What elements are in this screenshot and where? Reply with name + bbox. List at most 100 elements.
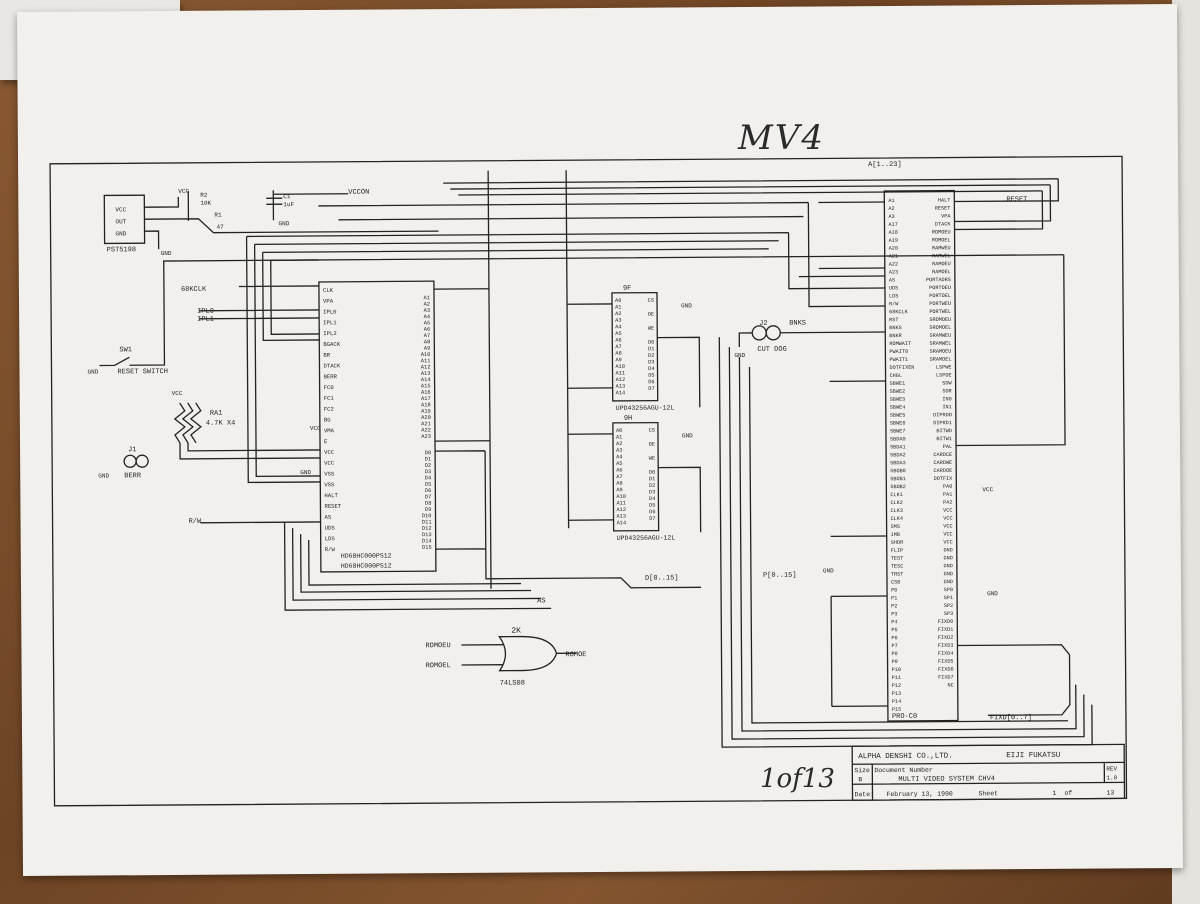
pro-c0-right-pin-label: PAL [943, 444, 952, 450]
vccon-net: VCCON [348, 189, 369, 197]
cpu-pin-label: VCC [324, 460, 335, 467]
cpu-addr-pin-label: A18 [421, 402, 431, 408]
pro-c0-left-pin-label: SBOB2 [890, 484, 906, 490]
pro-c0-left-pin-label: A2 [888, 206, 894, 212]
osc-pin-out: OUT [115, 218, 126, 225]
pro-c0-left-pin-label: SBDA0 [890, 436, 906, 442]
cpu-data-pin-label: D3 [425, 469, 432, 475]
cpu-addr-pin-label: A22 [421, 427, 431, 433]
tb-title: MULTI VIDEO SYSTEM CHV4 [898, 775, 995, 784]
r1-ref: R1 [214, 212, 222, 219]
pro-c0-box [883, 189, 959, 722]
r2-ref: R2 [200, 192, 208, 199]
cpu-pin-label: R/W [325, 546, 336, 553]
pa-wire [956, 254, 1066, 447]
cpu-data-pin-label: D0 [425, 450, 432, 456]
pro-c0-left-pin-label: ROMWAIT [889, 341, 911, 347]
pro-c0-right-pin-label: IN0 [942, 396, 951, 402]
pro-c0-left-pin-label: P6 [891, 635, 897, 641]
pro-c0-right-pin-label: BITW1 [936, 436, 952, 442]
pro-c0-right-pin-label: ROMOEU [932, 229, 951, 235]
tb-company: ALPHA DENSHI CO.,LTD. [858, 753, 953, 762]
cpu-data-pin-label: D14 [422, 538, 432, 544]
cpu-left-wires [199, 236, 321, 484]
capacitor-c1 [266, 197, 283, 205]
pro-c0-left-pin-label: SBWE4 [890, 405, 906, 411]
ram-upper-addr-pin: A4 [615, 324, 621, 330]
gate-wires [461, 644, 577, 666]
pro-c0-left-pin-label: SBOB1 [890, 476, 906, 482]
vcc-label-1: VCC [178, 188, 189, 195]
pro-c0-right-pin-label: NC [947, 682, 953, 688]
cpu-pin-label: VPA [323, 298, 334, 305]
net-bnks: BNKS [789, 320, 806, 328]
pro-c0-right-pin-label: VCC [943, 523, 952, 529]
pro-c0-right-pin-label: SP0 [944, 587, 953, 593]
pro-c0-right-pin-label: RAMWEU [932, 245, 951, 251]
pro-c0-left-pin-label: CLK2 [890, 500, 902, 506]
pro-c0-left-pin-label: SBWE7 [890, 428, 906, 434]
ram-lower-part: UPD43256AGU-12L [617, 534, 676, 541]
tb-of-label: of [1064, 790, 1072, 797]
cpu-data-pin-label: D1 [425, 456, 432, 462]
c1-ref: C1 [283, 193, 291, 200]
pro-c0-right-pin-label: FIXD6 [938, 667, 954, 673]
pro-c0-left-pin-label: CHGL [890, 373, 902, 379]
tb-sheet-label: Sheet [978, 790, 998, 797]
gnd-label-osc: GND [161, 250, 172, 257]
gnd-label-c1: GND [278, 220, 289, 227]
pro-c0-right-pin-label: PORTOEL [929, 293, 951, 299]
title-block-grid [852, 761, 1125, 801]
cpu-pin-label: UDS [325, 524, 336, 531]
pro-c0-left-pin-label: SHDR [891, 540, 903, 546]
pro-c0-left-pin-label: P13 [892, 691, 901, 697]
handwritten-top-note: MV4 [738, 118, 825, 158]
ram-lower-addr-pin: A11 [616, 500, 626, 506]
vcc-label-cpu: VCC [310, 425, 321, 432]
pro-c0-left-pin-label: FLIP [891, 548, 903, 554]
pro-c0-right-pin-label: FIXD3 [938, 643, 954, 649]
pro-c0-right-wires [954, 178, 1059, 231]
ram-lower-ctrl-pin: D7 [649, 516, 655, 522]
tb-rev-label: REV [1106, 765, 1117, 772]
cpu-addr-pin-label: A7 [424, 333, 431, 339]
pro-c0-right-pin-label: SDR [942, 388, 951, 394]
gnd-label-sw: GND [87, 368, 98, 375]
pro-c0-right-pin-label: IN1 [942, 404, 951, 410]
ram-data-lines [657, 336, 702, 533]
pro-c0-right-pin-label: FIXD4 [938, 651, 954, 657]
j2-ref: J2 [759, 320, 767, 328]
pro-c0-left-pin-label: P7 [891, 643, 897, 649]
ram-upper-ctrl-pin: D2 [648, 353, 654, 359]
pro-c0-name: PRO-C0 [892, 713, 917, 721]
gate-74ls08-symbol [498, 635, 558, 672]
cpu-pin-label: BR [323, 352, 330, 359]
pro-c0-left-pin-label: P8 [891, 651, 897, 657]
cpu-pin-label: FC2 [324, 406, 334, 413]
pro-c0-left-pin-label: A21 [889, 254, 898, 260]
cpu-addr-pin-label: A20 [421, 415, 431, 421]
ram-lower-ctrl-pin: D0 [649, 470, 655, 476]
ram-upper-addr-pin: A10 [615, 364, 625, 370]
ram-lower-ctrl-pin: D5 [649, 503, 655, 509]
control-wires [246, 201, 1064, 261]
net-reset: RESET [1006, 196, 1027, 204]
tb-sheets: 13 [1106, 789, 1114, 796]
ram-upper-ctrl-pin: D4 [648, 366, 654, 372]
vcc-label-ra: VCC [172, 390, 183, 397]
ram-lower-addr-pin: A14 [617, 520, 627, 526]
cpu-addr-pin-label: A4 [424, 314, 431, 320]
pro-c0-right-pin-label: PORTWEU [929, 301, 951, 307]
cpu-data-pin-label: D6 [425, 488, 432, 494]
top-bus-wires [443, 170, 1059, 589]
tb-rev: 1.0 [1106, 774, 1117, 781]
pro-c0-right-pin-label: SRAMOEL [930, 357, 952, 363]
reset-switch-symbol [99, 259, 319, 367]
ram-upper-addr-pin: A13 [616, 384, 626, 390]
osc-pin-vcc: VCC [115, 206, 126, 213]
cpu-pin-label: FC0 [324, 384, 335, 391]
cpu-pin-label: FC1 [324, 395, 335, 402]
pro-c0-left-pin-label: DOTFIXEN [889, 365, 914, 371]
pro-c0-right-pin-label: GND [943, 555, 952, 561]
